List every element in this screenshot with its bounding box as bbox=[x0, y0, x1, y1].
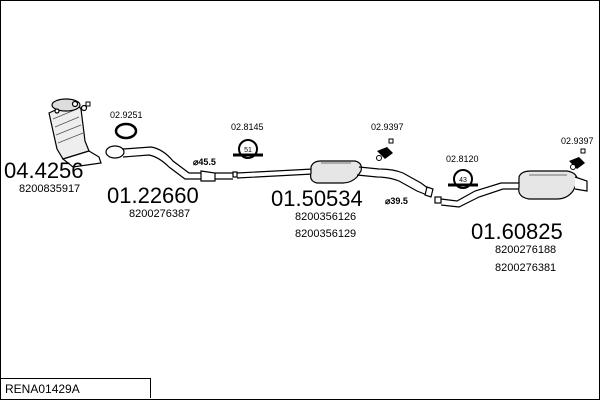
middle-silencer-oem-number-2: 8200356129 bbox=[295, 228, 357, 240]
front-pipe-part-number: 01.22660 bbox=[107, 183, 199, 208]
clamp-43-icon: 43 bbox=[448, 169, 478, 189]
rubber-mount-2-part-number: 02.9397 bbox=[561, 136, 594, 146]
catalyst-part-number: 04.4256 bbox=[4, 158, 84, 183]
rubber-mount-1-part-number: 02.9397 bbox=[371, 122, 404, 132]
gasket-part-number: 02.9251 bbox=[110, 110, 143, 120]
rubber-mount-1-icon bbox=[376, 138, 394, 161]
clamp-51-size: 51 bbox=[244, 147, 252, 154]
clamp-43-size: 43 bbox=[459, 177, 467, 184]
middle-silencer-oem-number-1: 8200356126 bbox=[295, 211, 357, 223]
rear-silencer-oem-number-2: 8200276381 bbox=[495, 262, 557, 274]
clamp-51-part-number: 02.8145 bbox=[231, 122, 264, 132]
clamp-51-icon: 51 bbox=[233, 139, 263, 159]
middle-silencer-part-number: 01.50534 bbox=[271, 186, 363, 211]
clamp-43-part-number: 02.8120 bbox=[446, 154, 479, 164]
diameter-middle-pipe: ⌀39.5 bbox=[385, 196, 408, 206]
catalyst-marker-square bbox=[85, 101, 91, 107]
diameter-front-pipe: ⌀45.5 bbox=[193, 157, 216, 167]
middle-silencer-drawing bbox=[236, 160, 434, 198]
rubber-mount-2-icon bbox=[569, 148, 586, 170]
rear-silencer-part-number: 01.60825 bbox=[471, 219, 563, 244]
rear-silencer-drawing bbox=[434, 170, 588, 208]
catalyst-oem-number: 8200835917 bbox=[19, 183, 81, 195]
front-pipe-drawing bbox=[105, 145, 238, 182]
catalytic-converter bbox=[48, 98, 102, 168]
rear-silencer-oem-number-1: 8200276188 bbox=[495, 244, 557, 256]
diagram-code: RENA01429A bbox=[1, 378, 151, 398]
front-pipe-oem-number: 8200276387 bbox=[129, 208, 191, 220]
gasket-ring-icon bbox=[114, 122, 138, 140]
